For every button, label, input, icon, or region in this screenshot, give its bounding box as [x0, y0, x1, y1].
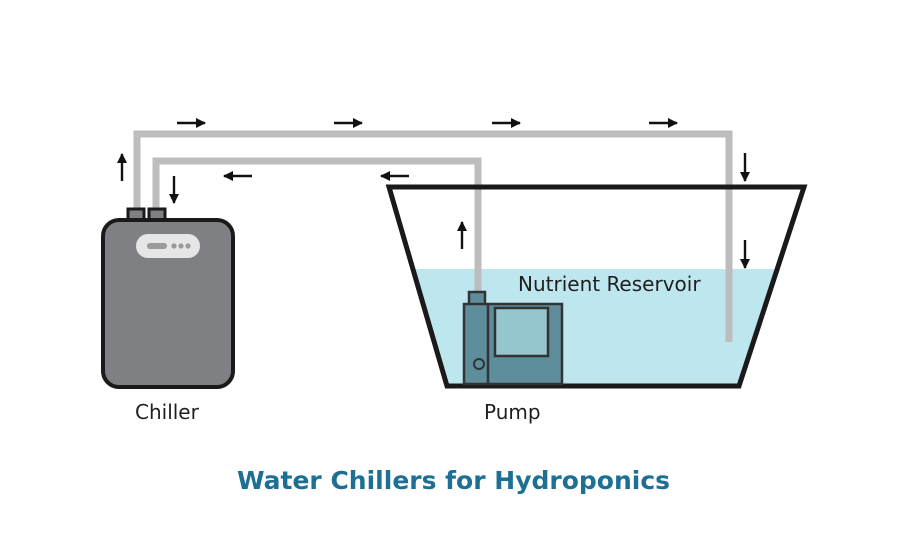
- chiller-body: [101, 218, 235, 389]
- reservoir-label: Nutrient Reservoir: [518, 272, 701, 296]
- chiller-display-panel: [136, 234, 200, 258]
- pump-unit: [462, 290, 564, 386]
- diagram-title: Water Chillers for Hydroponics: [236, 466, 671, 495]
- supply-pipe: [133, 130, 733, 342]
- pump-screw-icon: [473, 358, 485, 370]
- pump-intake-window: [493, 306, 550, 358]
- reservoir-tank: [385, 184, 808, 389]
- chiller-label: Chiller: [135, 400, 199, 424]
- chiller-button: [178, 243, 184, 249]
- chiller-unit: [101, 207, 235, 389]
- chiller-button: [185, 243, 191, 249]
- chiller-display-slot: [147, 243, 167, 249]
- pump-label: Pump: [484, 400, 541, 424]
- flow-arrows: [117, 118, 750, 269]
- chiller-button: [171, 243, 177, 249]
- return-pipe: [152, 157, 482, 293]
